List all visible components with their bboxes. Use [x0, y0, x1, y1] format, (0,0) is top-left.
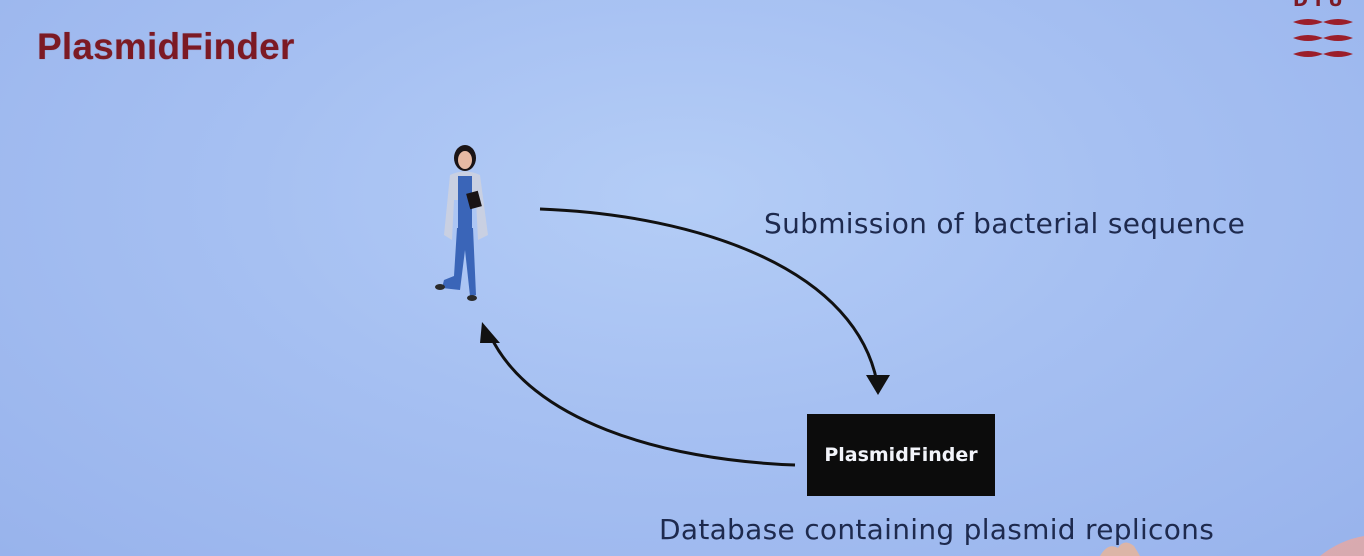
slide-title: PlasmidFinder — [37, 26, 295, 67]
submission-arrowhead — [866, 375, 890, 395]
plasmidfinder-box-label: PlasmidFinder — [824, 444, 978, 466]
result-arrowhead — [480, 322, 500, 343]
logo-text: DTU — [1293, 0, 1347, 11]
submission-arrow — [539, 207, 880, 389]
dtu-logo-icon — [1293, 19, 1353, 57]
plasmidfinder-box: PlasmidFinder — [807, 414, 995, 496]
result-arrow — [488, 334, 796, 467]
presenter-hand-icon — [1100, 536, 1364, 556]
database-label: Database containing plasmid replicons — [659, 513, 1215, 546]
person-icon — [435, 145, 488, 301]
submission-label: Submission of bacterial sequence — [764, 207, 1246, 240]
